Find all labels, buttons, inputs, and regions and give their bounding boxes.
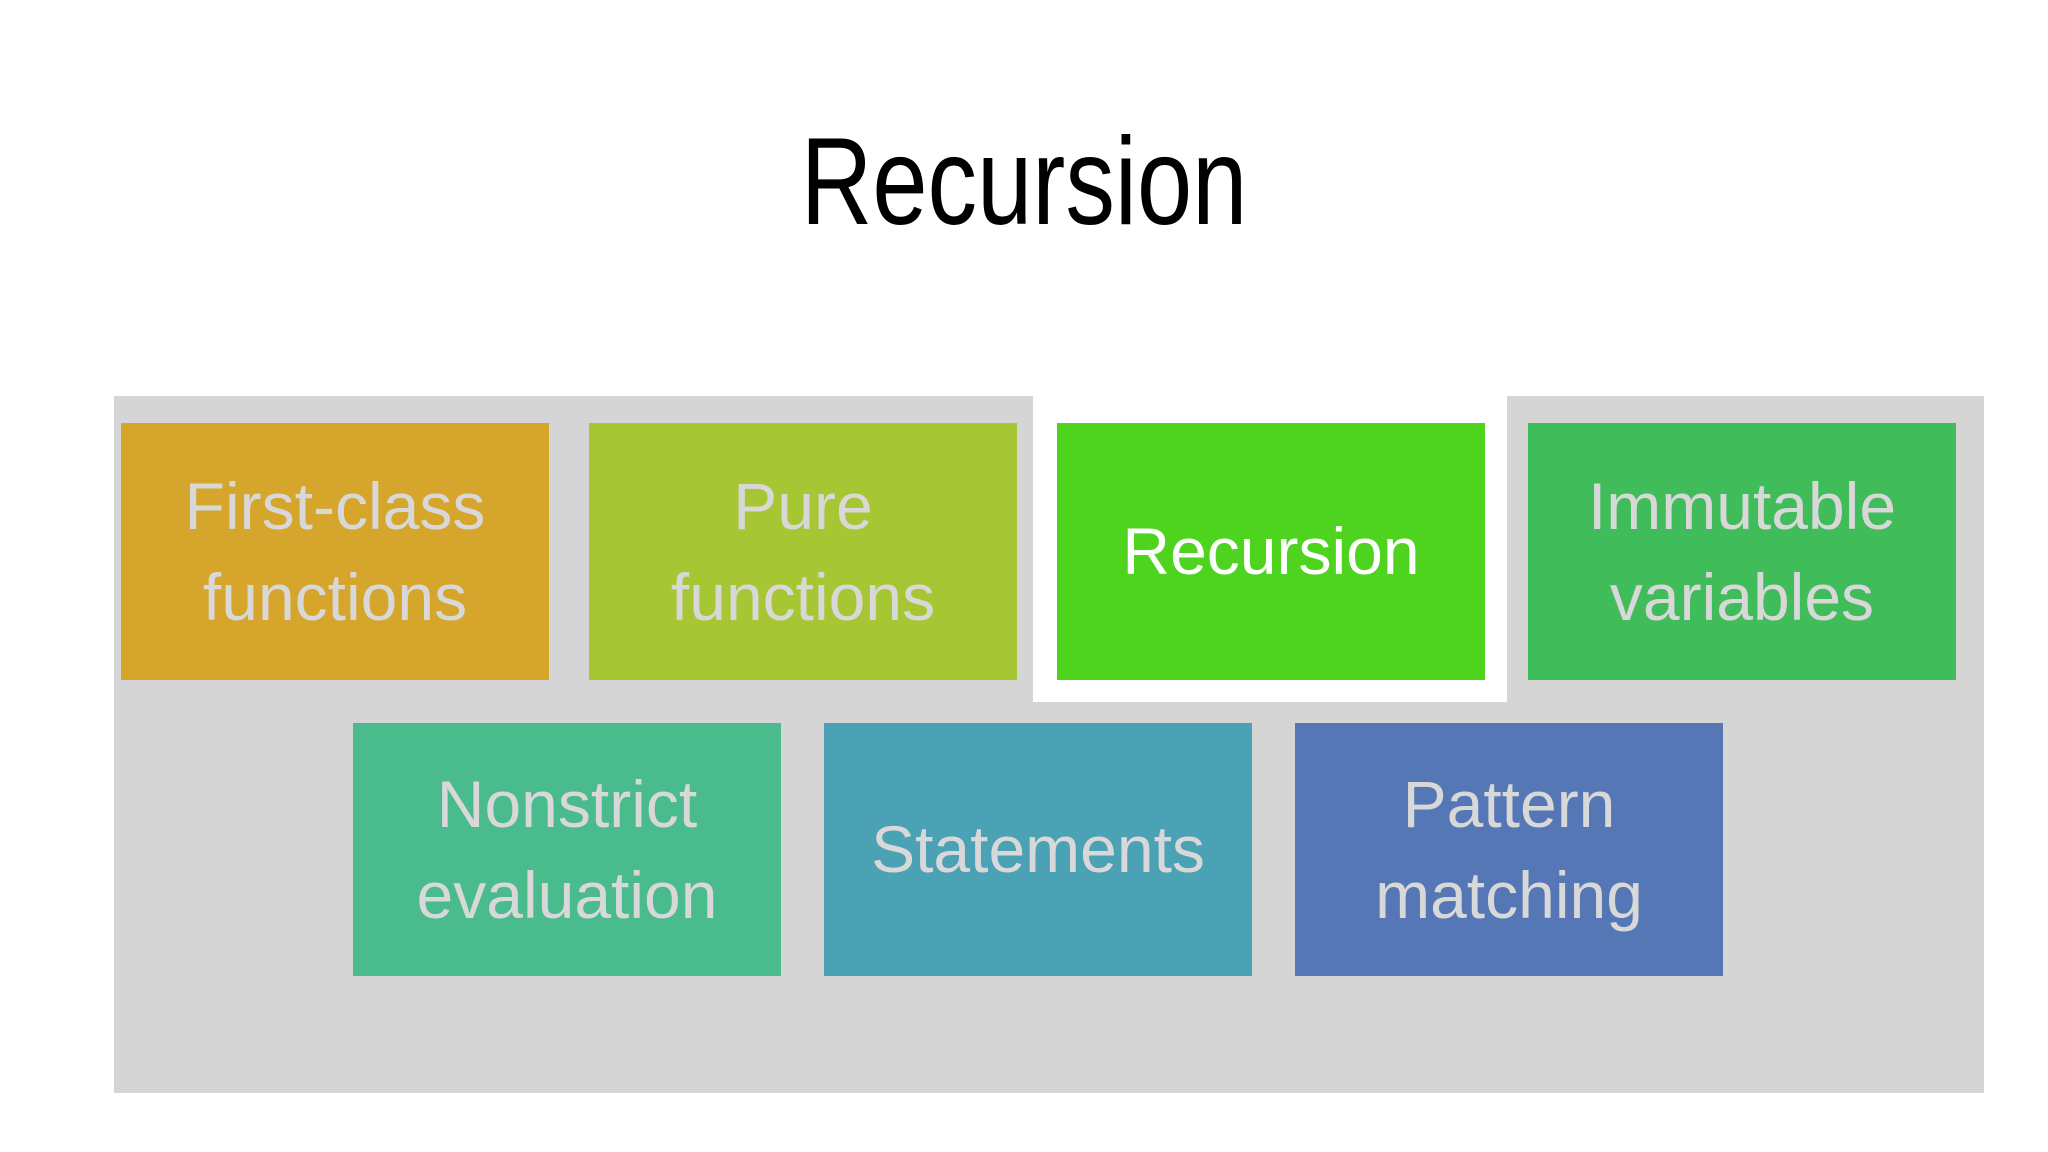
concept-label: Pure functions <box>670 468 936 634</box>
concept-box-statements: Statements <box>824 723 1252 976</box>
concept-box-nonstrict-evaluation: Nonstrict evaluation <box>353 723 781 976</box>
concept-label: Statements <box>871 812 1205 886</box>
concept-box-pure-functions: Pure functions <box>589 423 1017 680</box>
concept-label: First-class functions <box>184 468 486 634</box>
concept-label: Pattern matching <box>1375 766 1643 932</box>
slide-title: Recursion <box>800 113 1248 251</box>
concept-label: Immutable variables <box>1587 468 1897 634</box>
concept-label: Nonstrict evaluation <box>416 766 718 932</box>
concept-box-first-class-functions: First-class functions <box>121 423 549 680</box>
concept-box-immutable-variables: Immutable variables <box>1528 423 1956 680</box>
concept-label: Recursion <box>1122 514 1420 588</box>
concept-box-recursion-highlighted: Recursion <box>1057 423 1485 680</box>
concept-box-pattern-matching: Pattern matching <box>1295 723 1723 976</box>
